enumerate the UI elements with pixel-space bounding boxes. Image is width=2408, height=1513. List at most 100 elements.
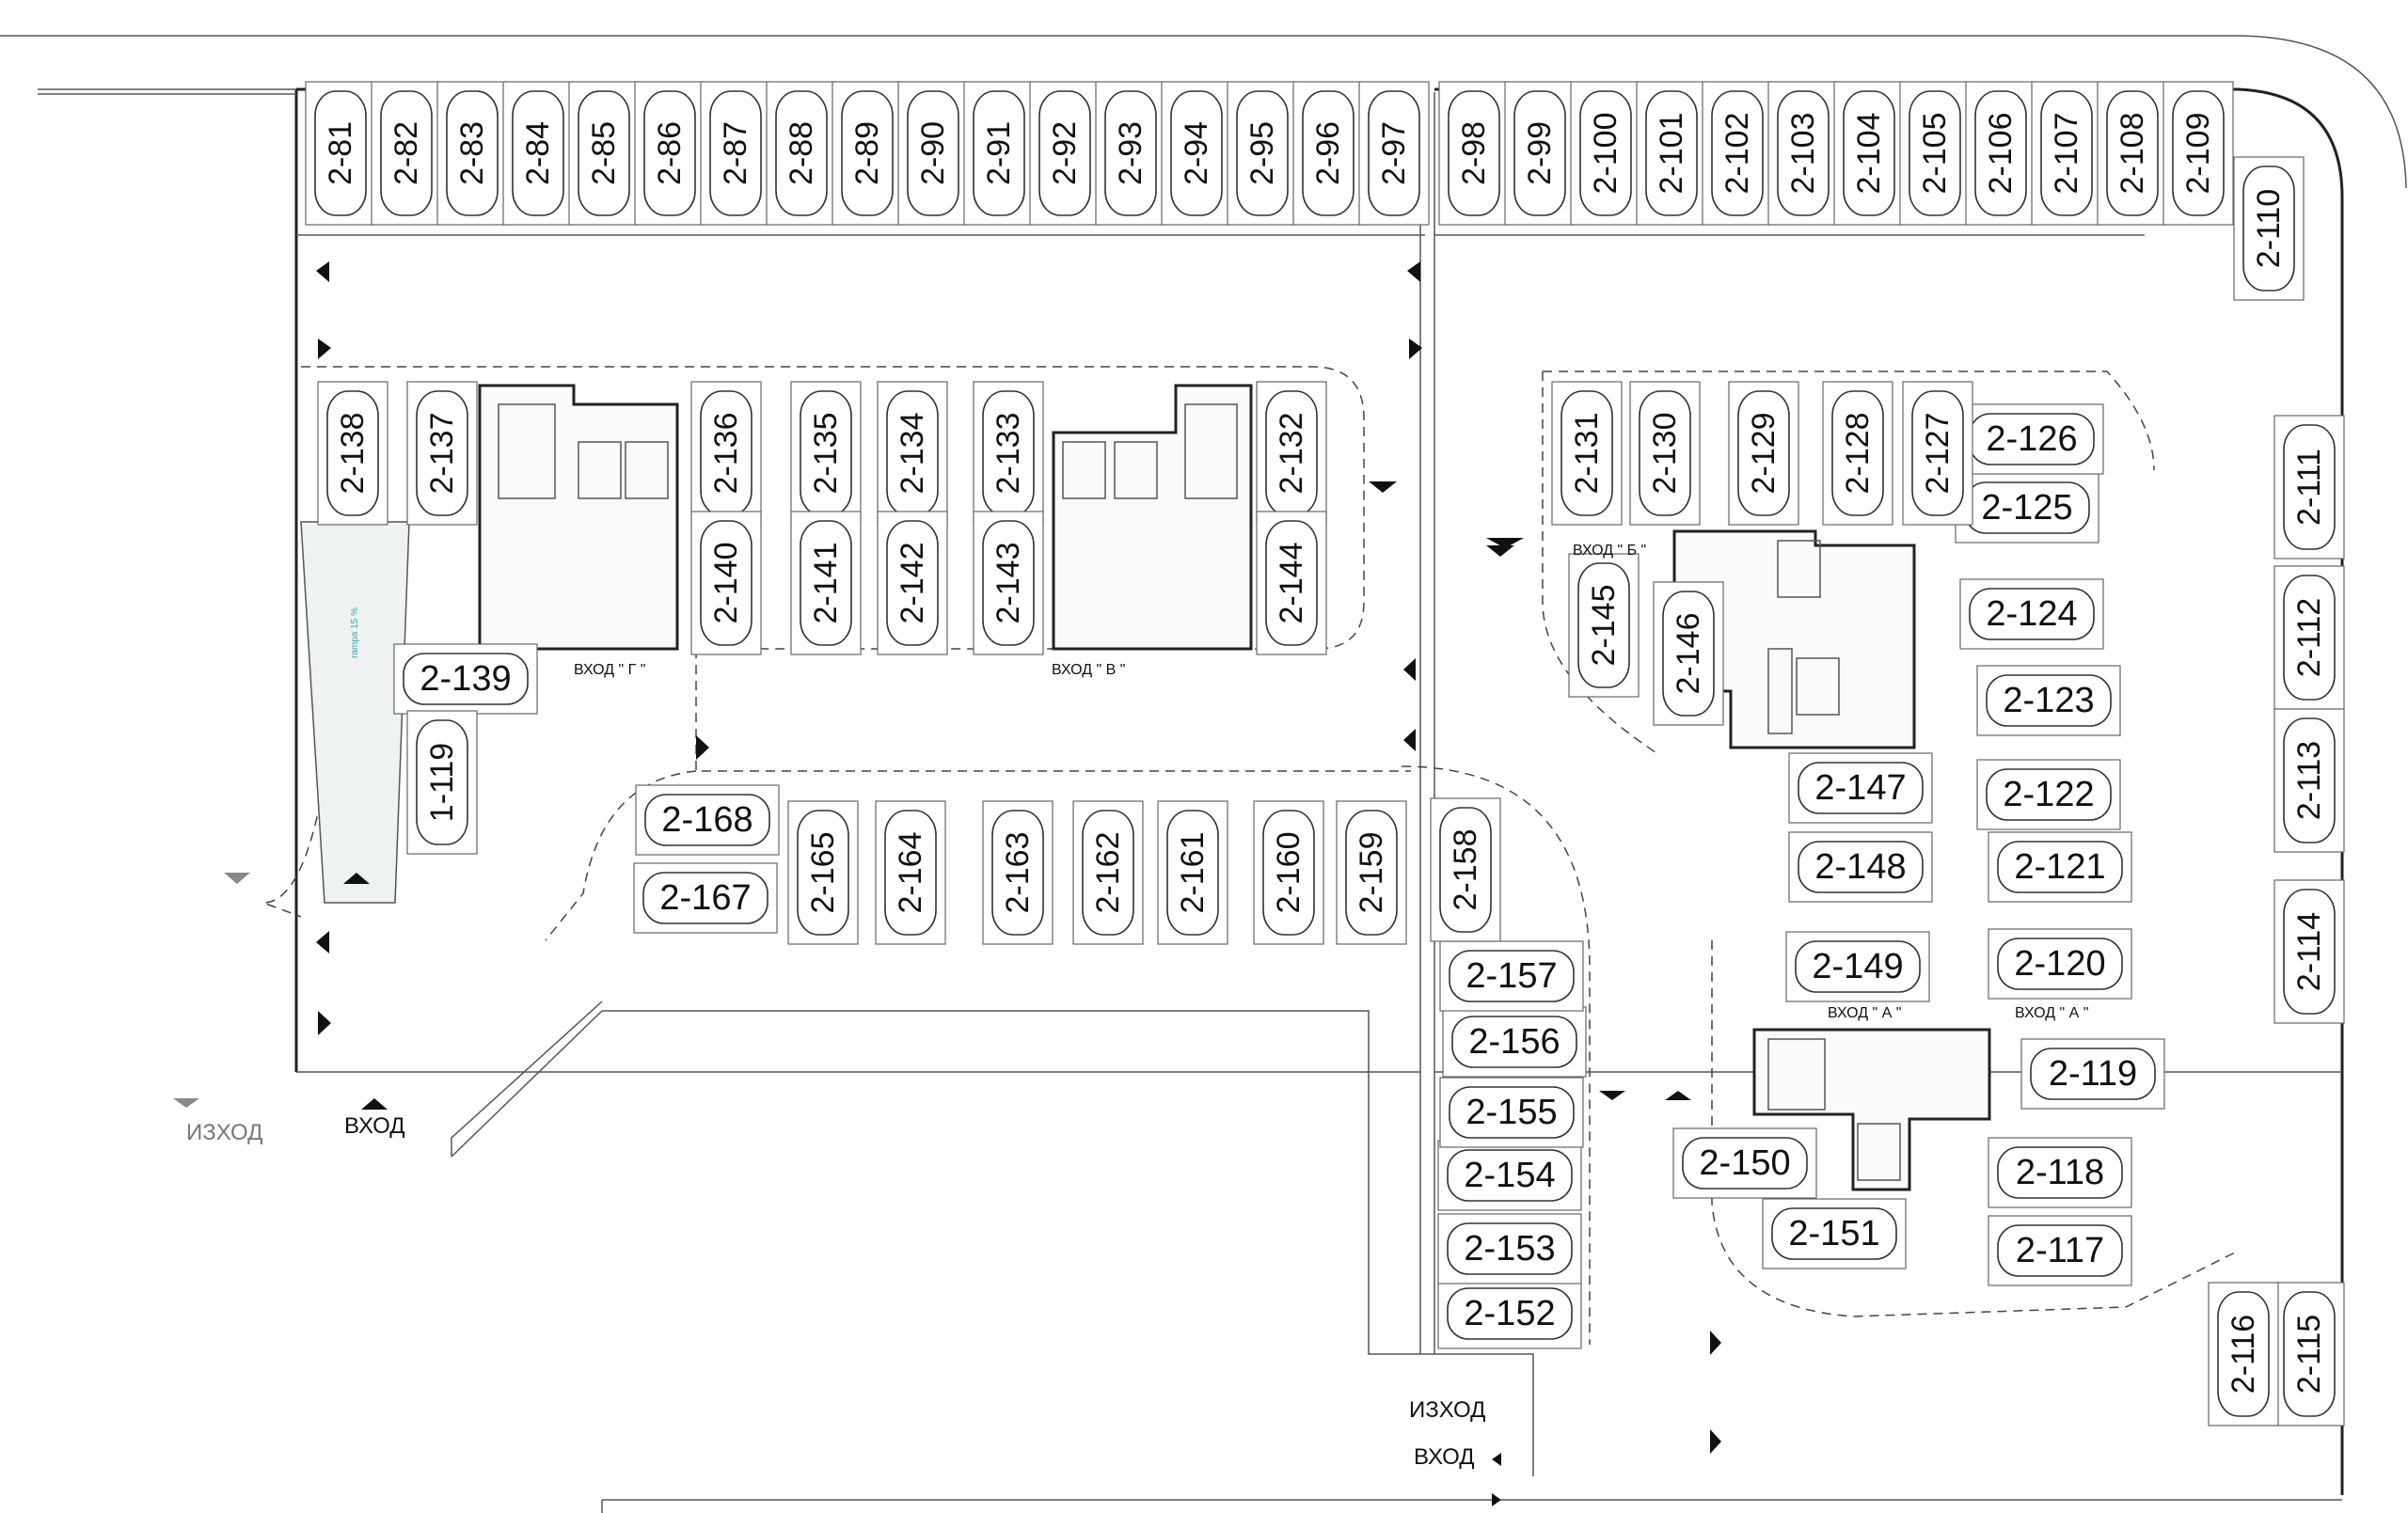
car-outline-icon xyxy=(1969,588,2095,640)
car-outline-icon xyxy=(2283,424,2336,550)
car-outline-icon xyxy=(1104,90,1157,216)
car-outline-icon xyxy=(1447,1222,1573,1275)
space-number: 2-99 xyxy=(1522,121,1558,185)
space-number: 2-83 xyxy=(454,121,490,185)
parking-space: 2-91 xyxy=(963,81,1035,226)
space-number: 2-131 xyxy=(1569,413,1605,495)
car-outline-icon xyxy=(1997,1224,2123,1277)
space-number: 2-134 xyxy=(895,413,930,495)
space-number: 2-127 xyxy=(1920,413,1956,495)
parking-space: 2-96 xyxy=(1292,81,1364,226)
car-outline-icon xyxy=(884,810,937,936)
space-number: 2-88 xyxy=(784,121,819,185)
space-number: 2-103 xyxy=(1785,113,1821,195)
space-number: 2-148 xyxy=(1814,847,1906,887)
parking-space: 2-122 xyxy=(1976,759,2121,830)
parking-space: 2-104 xyxy=(1833,81,1905,226)
space-number: 2-151 xyxy=(1788,1214,1879,1253)
car-outline-icon xyxy=(1795,940,1921,993)
space-number: 2-85 xyxy=(586,121,622,185)
car-outline-icon xyxy=(1579,90,1632,216)
car-outline-icon xyxy=(1986,674,2112,727)
arrow-right xyxy=(1409,339,1422,359)
car-outline-icon xyxy=(2283,889,2336,1015)
entrance-a1-label: ВХОД " А " xyxy=(1828,1005,1901,1021)
car-outline-icon xyxy=(1974,90,2027,216)
car-outline-icon xyxy=(1345,810,1398,936)
space-number: 2-164 xyxy=(893,832,928,914)
space-number: 2-155 xyxy=(1465,1093,1557,1132)
car-outline-icon xyxy=(797,810,849,936)
space-number: 2-165 xyxy=(805,832,841,914)
car-outline-icon xyxy=(1560,390,1613,516)
space-number: 2-161 xyxy=(1175,832,1211,914)
arrow-right xyxy=(1710,1331,1721,1355)
parking-space: 2-157 xyxy=(1439,940,1584,1012)
space-number: 2-162 xyxy=(1090,832,1126,914)
arrow-left xyxy=(316,261,329,282)
space-number: 2-147 xyxy=(1814,768,1906,808)
parking-space: 2-136 xyxy=(690,381,762,526)
car-outline-icon xyxy=(1711,90,1764,216)
space-number: 2-90 xyxy=(915,121,951,185)
car-outline-icon xyxy=(1302,90,1354,216)
car-outline-icon xyxy=(1798,762,1924,814)
car-outline-icon xyxy=(886,520,939,646)
space-number: 2-125 xyxy=(1981,488,2072,528)
parking-space: 2-153 xyxy=(1437,1213,1582,1284)
parking-space: 2-141 xyxy=(790,511,862,655)
space-number: 2-102 xyxy=(1719,113,1755,195)
parking-space: 2-107 xyxy=(2031,81,2102,226)
space-number: 2-141 xyxy=(808,543,844,624)
driving-aisles xyxy=(262,366,2240,1345)
car-outline-icon xyxy=(700,520,752,646)
parking-space: 2-118 xyxy=(1988,1137,2132,1208)
parking-space: 2-123 xyxy=(1976,665,2121,736)
space-number: 2-116 xyxy=(2226,1315,2261,1394)
parking-space: 2-86 xyxy=(634,81,705,226)
car-outline-icon xyxy=(446,90,499,216)
direction-arrows xyxy=(173,261,1721,1506)
parking-space: 2-167 xyxy=(633,862,778,934)
space-number: 2-139 xyxy=(420,659,511,699)
parking-space: 2-81 xyxy=(305,81,376,226)
car-outline-icon xyxy=(1986,768,2112,821)
parking-space: 2-92 xyxy=(1029,81,1101,226)
car-outline-icon xyxy=(416,390,468,516)
space-number: 2-156 xyxy=(1468,1022,1560,1062)
ramp-note: rampa 15 % xyxy=(350,607,360,658)
parking-space: 2-146 xyxy=(1653,581,1724,726)
core-v xyxy=(1052,384,1253,651)
car-outline-icon xyxy=(326,390,379,516)
parking-space: 2-135 xyxy=(790,381,862,526)
space-number: 2-87 xyxy=(718,121,753,185)
car-outline-icon xyxy=(1645,90,1698,216)
space-number: 2-84 xyxy=(520,121,556,185)
parking-space: 2-98 xyxy=(1438,81,1510,226)
car-outline-icon xyxy=(1737,390,1790,516)
parking-space: 2-145 xyxy=(1568,553,1640,698)
parking-space: 2-131 xyxy=(1551,381,1623,526)
space-number: 2-89 xyxy=(849,121,885,185)
parking-space: 2-128 xyxy=(1822,381,1893,526)
space-number: 2-168 xyxy=(661,800,752,840)
parking-space: 2-148 xyxy=(1788,831,1933,903)
arrow-up xyxy=(1486,545,1514,557)
arrow-right xyxy=(318,339,331,359)
parking-space: 2-133 xyxy=(973,381,1044,526)
space-number: 2-123 xyxy=(2003,681,2094,720)
car-outline-icon xyxy=(907,90,959,216)
car-outline-icon xyxy=(1262,810,1315,936)
space-number: 2-167 xyxy=(659,878,751,918)
car-outline-icon xyxy=(775,90,828,216)
car-outline-icon xyxy=(1777,90,1830,216)
space-number: 2-97 xyxy=(1376,121,1412,185)
space-number: 2-111 xyxy=(2291,449,2327,526)
entry-left-label: ВХОД xyxy=(344,1113,405,1139)
car-outline-icon xyxy=(1997,841,2123,893)
car-outline-icon xyxy=(1771,1207,1897,1260)
space-number: 2-133 xyxy=(990,413,1026,495)
space-number: 2-121 xyxy=(2014,847,2105,887)
parking-space: 2-124 xyxy=(1959,578,2104,650)
